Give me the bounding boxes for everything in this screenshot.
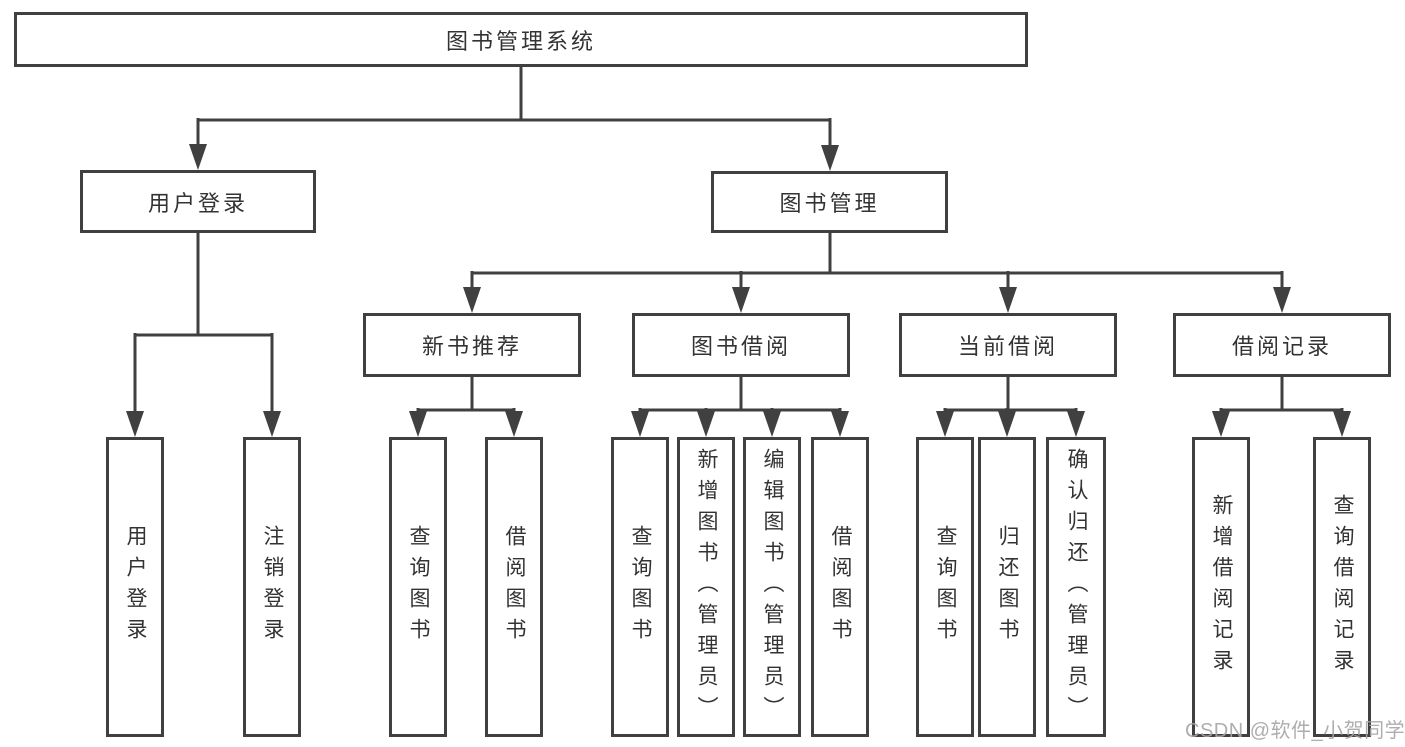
leaf-borrow-books-recommend-label: 借阅图书 xyxy=(503,525,526,649)
arrowhead xyxy=(631,411,649,437)
arrowhead xyxy=(821,145,839,171)
node-borrowing-records: 借阅记录 xyxy=(1173,313,1391,377)
leaf-user-login-label: 用户登录 xyxy=(124,525,147,649)
node-current-borrowing: 当前借阅 xyxy=(899,313,1117,377)
leaf-borrow-books-recommend: 借阅图书 xyxy=(485,437,543,737)
arrowhead xyxy=(697,411,715,437)
node-book-borrowing: 图书借阅 xyxy=(632,313,850,377)
arrowhead xyxy=(1333,411,1351,437)
leaf-confirm-return-admin-label: 确认归还（管理员） xyxy=(1065,447,1088,727)
node-new-book-recommend: 新书推荐 xyxy=(363,313,581,377)
leaf-confirm-return-admin: 确认归还（管理员） xyxy=(1046,437,1106,737)
arrowhead xyxy=(999,287,1017,313)
arrowhead xyxy=(505,411,523,437)
leaf-add-borrow-record-label: 新增借阅记录 xyxy=(1210,494,1233,680)
arrowhead xyxy=(189,144,207,170)
leaf-add-borrow-record: 新增借阅记录 xyxy=(1192,437,1250,737)
arrowhead xyxy=(463,287,481,313)
leaf-borrow-books-label: 借阅图书 xyxy=(829,525,852,649)
leaf-return-books-label: 归还图书 xyxy=(996,525,1019,649)
leaf-query-books-borrow-label: 查询图书 xyxy=(629,525,652,649)
leaf-query-books-borrow: 查询图书 xyxy=(611,437,669,737)
arrowhead xyxy=(1273,287,1291,313)
leaf-return-books: 归还图书 xyxy=(978,437,1036,737)
leaf-query-books-current-label: 查询图书 xyxy=(934,525,957,649)
leaf-logout: 注销登录 xyxy=(243,437,301,737)
leaf-query-borrow-record: 查询借阅记录 xyxy=(1313,437,1371,737)
leaf-add-book-admin: 新增图书（管理员） xyxy=(677,437,735,737)
leaf-borrow-books: 借阅图书 xyxy=(811,437,869,737)
node-root-library-system: 图书管理系统 xyxy=(14,12,1028,67)
leaf-query-books-recommend-label: 查询图书 xyxy=(407,525,430,649)
leaf-query-books-recommend: 查询图书 xyxy=(389,437,447,737)
arrowhead xyxy=(763,411,781,437)
leaf-add-book-admin-label: 新增图书（管理员） xyxy=(695,447,718,727)
arrowhead xyxy=(409,411,427,437)
arrowhead xyxy=(1067,411,1085,437)
arrowhead xyxy=(936,411,954,437)
leaf-logout-label: 注销登录 xyxy=(261,525,284,649)
arrowhead xyxy=(1212,411,1230,437)
arrowhead xyxy=(732,287,750,313)
arrowhead xyxy=(126,411,144,437)
leaf-query-borrow-record-label: 查询借阅记录 xyxy=(1331,494,1354,680)
leaf-user-login: 用户登录 xyxy=(106,437,164,737)
leaf-edit-book-admin: 编辑图书（管理员） xyxy=(743,437,801,737)
arrowhead xyxy=(263,411,281,437)
node-book-management: 图书管理 xyxy=(711,171,948,233)
leaf-query-books-current: 查询图书 xyxy=(916,437,974,737)
csdn-watermark: CSDN @软件_小贺同学 xyxy=(1185,720,1405,742)
arrowhead xyxy=(998,411,1016,437)
arrowhead xyxy=(831,411,849,437)
leaf-edit-book-admin-label: 编辑图书（管理员） xyxy=(761,447,784,727)
node-user-login: 用户登录 xyxy=(80,170,316,233)
